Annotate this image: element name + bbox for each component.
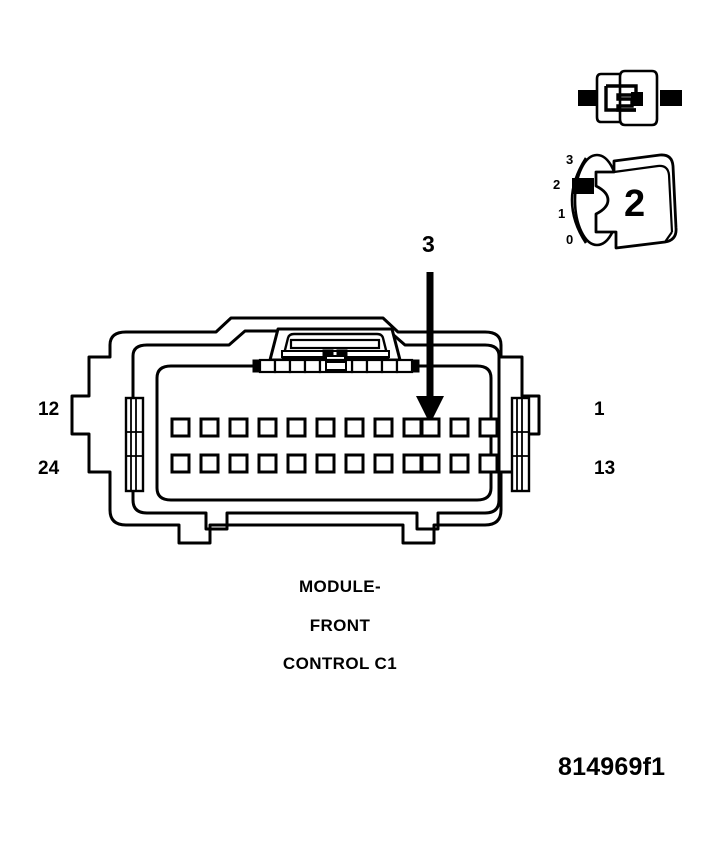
connector-latch <box>252 327 420 374</box>
scale-label-2: 2 <box>553 177 561 192</box>
callout-arrow-3 <box>416 272 444 424</box>
cavity-21 <box>257 453 278 474</box>
connector-lock-icon <box>578 69 682 127</box>
cavity-row-top <box>170 417 499 438</box>
cavity-22 <box>228 453 249 474</box>
cavity-5 <box>373 417 394 438</box>
connector-housing <box>70 316 541 545</box>
cavity-16 <box>402 453 423 474</box>
pin-label-bottom-left: 24 <box>38 458 60 479</box>
caption-line-2: FRONT <box>309 616 371 635</box>
cavity-10 <box>228 417 249 438</box>
callout-label-3: 3 <box>422 231 435 257</box>
cavity-4 <box>402 417 423 438</box>
cavity-8 <box>286 417 307 438</box>
figure-id-code: 814969f1 <box>558 753 666 781</box>
cavity-17 <box>373 453 394 474</box>
cavity-3 <box>420 417 441 438</box>
cavity-11 <box>199 417 220 438</box>
cavity-23 <box>199 453 220 474</box>
cavity-9 <box>257 417 278 438</box>
scale-label-3: 3 <box>566 152 574 167</box>
cavity-7 <box>315 417 336 438</box>
scale-label-1: 1 <box>558 206 566 221</box>
cavity-15 <box>420 453 441 474</box>
cavity-14 <box>449 453 470 474</box>
cavity-13 <box>478 453 499 474</box>
pin-label-top-left: 12 <box>38 399 60 420</box>
cavity-18 <box>344 453 365 474</box>
cavity-19 <box>315 453 336 474</box>
left-rib-key <box>124 396 145 493</box>
caption-line-3: CONTROL C1 <box>282 654 398 673</box>
gauge-value: 2 <box>624 183 646 225</box>
pin-label-bottom-right: 13 <box>594 458 616 479</box>
cavity-20 <box>286 453 307 474</box>
terminal-gauge-icon <box>570 153 678 250</box>
cavity-24 <box>170 453 191 474</box>
cavity-row-bottom <box>170 453 499 474</box>
cavity-12 <box>170 417 191 438</box>
scale-label-0: 0 <box>566 232 574 247</box>
cavity-6 <box>344 417 365 438</box>
cavity-1 <box>478 417 499 438</box>
pin-label-top-right: 1 <box>594 399 605 420</box>
caption-line-1: MODULE- <box>298 577 382 596</box>
cavity-2 <box>449 417 470 438</box>
right-rib-key <box>510 396 531 493</box>
